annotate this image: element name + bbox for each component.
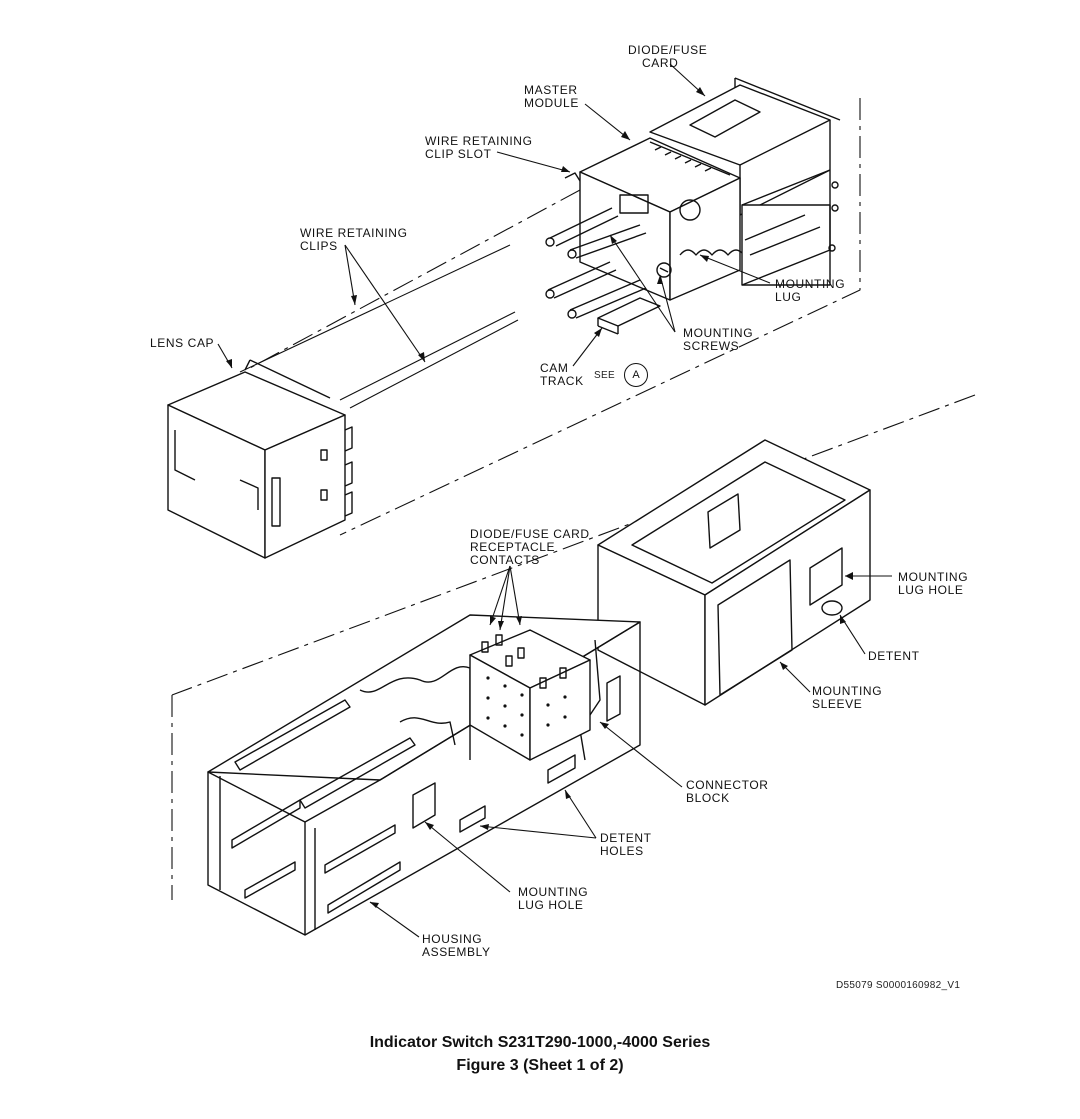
label-line: BLOCK	[686, 791, 730, 805]
label-line: LUG HOLE	[898, 583, 964, 597]
label-lens-cap: LENS CAP	[150, 337, 214, 350]
label-line: DETENT	[600, 831, 652, 845]
label-line: CARD	[642, 56, 679, 70]
label-line: RECEPTACLE	[470, 540, 556, 554]
label-line: DETENT	[868, 649, 920, 663]
label-line: TRACK	[540, 374, 584, 388]
detail-a-reference: A	[624, 363, 648, 387]
cam-track	[597, 297, 661, 335]
master-module	[545, 137, 839, 335]
diode-fuse-card	[649, 77, 841, 216]
label-line: LUG HOLE	[518, 898, 584, 912]
label-line: MOUNTING	[683, 326, 754, 340]
label-line: LENS CAP	[150, 336, 215, 350]
label-line: CLIP SLOT	[425, 147, 492, 161]
dashed-frame-upper	[249, 98, 861, 536]
label-line: HOLES	[600, 844, 644, 858]
receptacle-contacts	[481, 634, 567, 689]
label-line: ASSEMBLY	[422, 945, 491, 959]
drawing-id: D55079 S0000160982_V1	[836, 980, 961, 991]
lens-cap	[167, 359, 353, 559]
label-line: DIODE/FUSE CARD	[470, 527, 590, 541]
leader-lines	[217, 63, 892, 938]
contact-holes	[486, 676, 567, 737]
label-line: CLIPS	[300, 239, 338, 253]
label-line: HOUSING	[422, 932, 483, 946]
label-detent: DETENT	[868, 650, 920, 663]
label-line: SLEEVE	[812, 697, 863, 711]
figure-title: Indicator Switch S231T290-1000,-4000 Ser…	[369, 1034, 711, 1051]
label-line: DIODE/FUSE	[628, 43, 708, 57]
label-line: WIRE RETAINING	[425, 134, 533, 148]
label-line: CONTACTS	[470, 553, 540, 567]
label-line: MODULE	[524, 96, 579, 110]
label-line: MOUNTING	[518, 885, 589, 899]
module-pins	[545, 207, 647, 319]
label-line: CAM	[540, 361, 569, 375]
label-see: SEE	[594, 370, 615, 381]
label-line: MOUNTING	[775, 277, 846, 291]
label-line: SCREWS	[683, 339, 740, 353]
label-line: MOUNTING	[812, 684, 883, 698]
label-line: WIRE RETAINING	[300, 226, 408, 240]
label-line: MASTER	[524, 83, 578, 97]
label-line: MOUNTING	[898, 570, 969, 584]
figure-subtitle: Figure 3 (Sheet 1 of 2)	[456, 1057, 624, 1074]
label-line: LUG	[775, 290, 802, 304]
mounting-sleeve	[597, 439, 871, 706]
wire-retaining-clips	[239, 244, 519, 409]
label-line: CONNECTOR	[686, 778, 769, 792]
leader-arrowheads	[226, 87, 853, 908]
connector-block	[469, 629, 591, 761]
